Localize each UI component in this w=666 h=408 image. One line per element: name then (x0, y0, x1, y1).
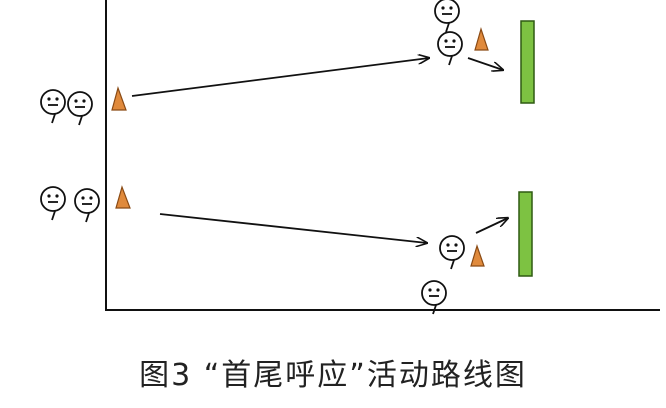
cone-icon (111, 86, 127, 111)
smiley-face-icon (40, 89, 66, 124)
arrow-bottom-long (159, 213, 427, 243)
smiley-face-icon (434, 0, 460, 33)
activity-route-diagram (40, 0, 660, 315)
field-boundary (105, 0, 660, 311)
goal-bar-bottom (518, 191, 533, 277)
cone-icon (474, 26, 489, 51)
arrow-top-short (467, 57, 503, 70)
goal-bar-top (520, 20, 535, 104)
smiley-face-icon (437, 31, 463, 66)
arrow-bottom-short (475, 218, 508, 234)
smiley-face-icon (74, 188, 100, 223)
figure-caption: 图3 “首尾呼应”活动路线图 (139, 358, 527, 393)
cone-icon (115, 185, 131, 209)
arrow-top-long (131, 58, 429, 97)
smiley-face-icon (67, 91, 93, 126)
cone-icon (470, 244, 485, 267)
smiley-face-icon (40, 186, 66, 221)
smiley-face-icon (421, 280, 447, 315)
smiley-face-icon (439, 235, 465, 270)
